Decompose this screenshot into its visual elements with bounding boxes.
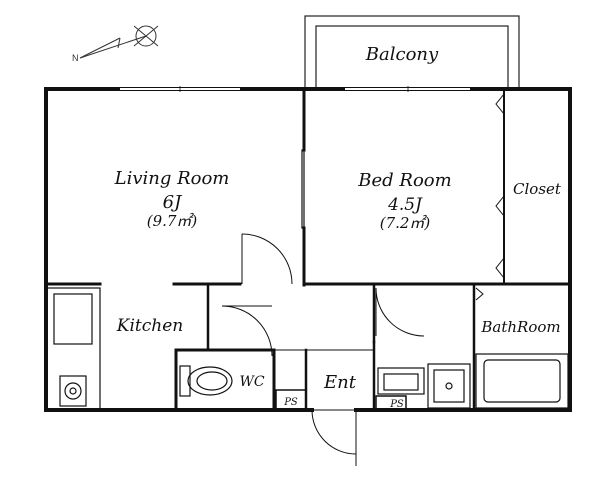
kitchen-label: Kitchen	[116, 316, 183, 336]
living-room-label: Living Room	[114, 168, 230, 189]
living-room-area: (9.7㎡)	[147, 212, 198, 230]
doors	[221, 93, 505, 466]
toilet-icon	[179, 365, 233, 397]
washbasin-icon	[377, 367, 425, 395]
entrance-label: Ent	[323, 372, 357, 393]
interior-walls	[44, 87, 572, 412]
outer-walls	[44, 87, 572, 412]
kitchen-counter	[45, 287, 101, 411]
bathtub-icon	[475, 353, 569, 409]
ps-left-label: PS	[283, 397, 298, 408]
compass-north-label: N	[72, 53, 79, 63]
compass-icon	[79, 25, 159, 59]
closet-label: Closet	[513, 180, 562, 198]
bed-room-size: 4.5J	[387, 195, 423, 215]
wc-label: WC	[239, 374, 264, 390]
bed-room-label: Bed Room	[357, 170, 451, 191]
living-room-size: 6J	[163, 192, 183, 213]
washing-machine-icon	[427, 363, 471, 409]
ps-right-label: PS	[389, 399, 404, 410]
balcony-label: Balcony	[365, 44, 439, 65]
bathroom-label: BathRoom	[480, 318, 560, 336]
bed-room-area: (7.2㎡)	[380, 214, 431, 232]
